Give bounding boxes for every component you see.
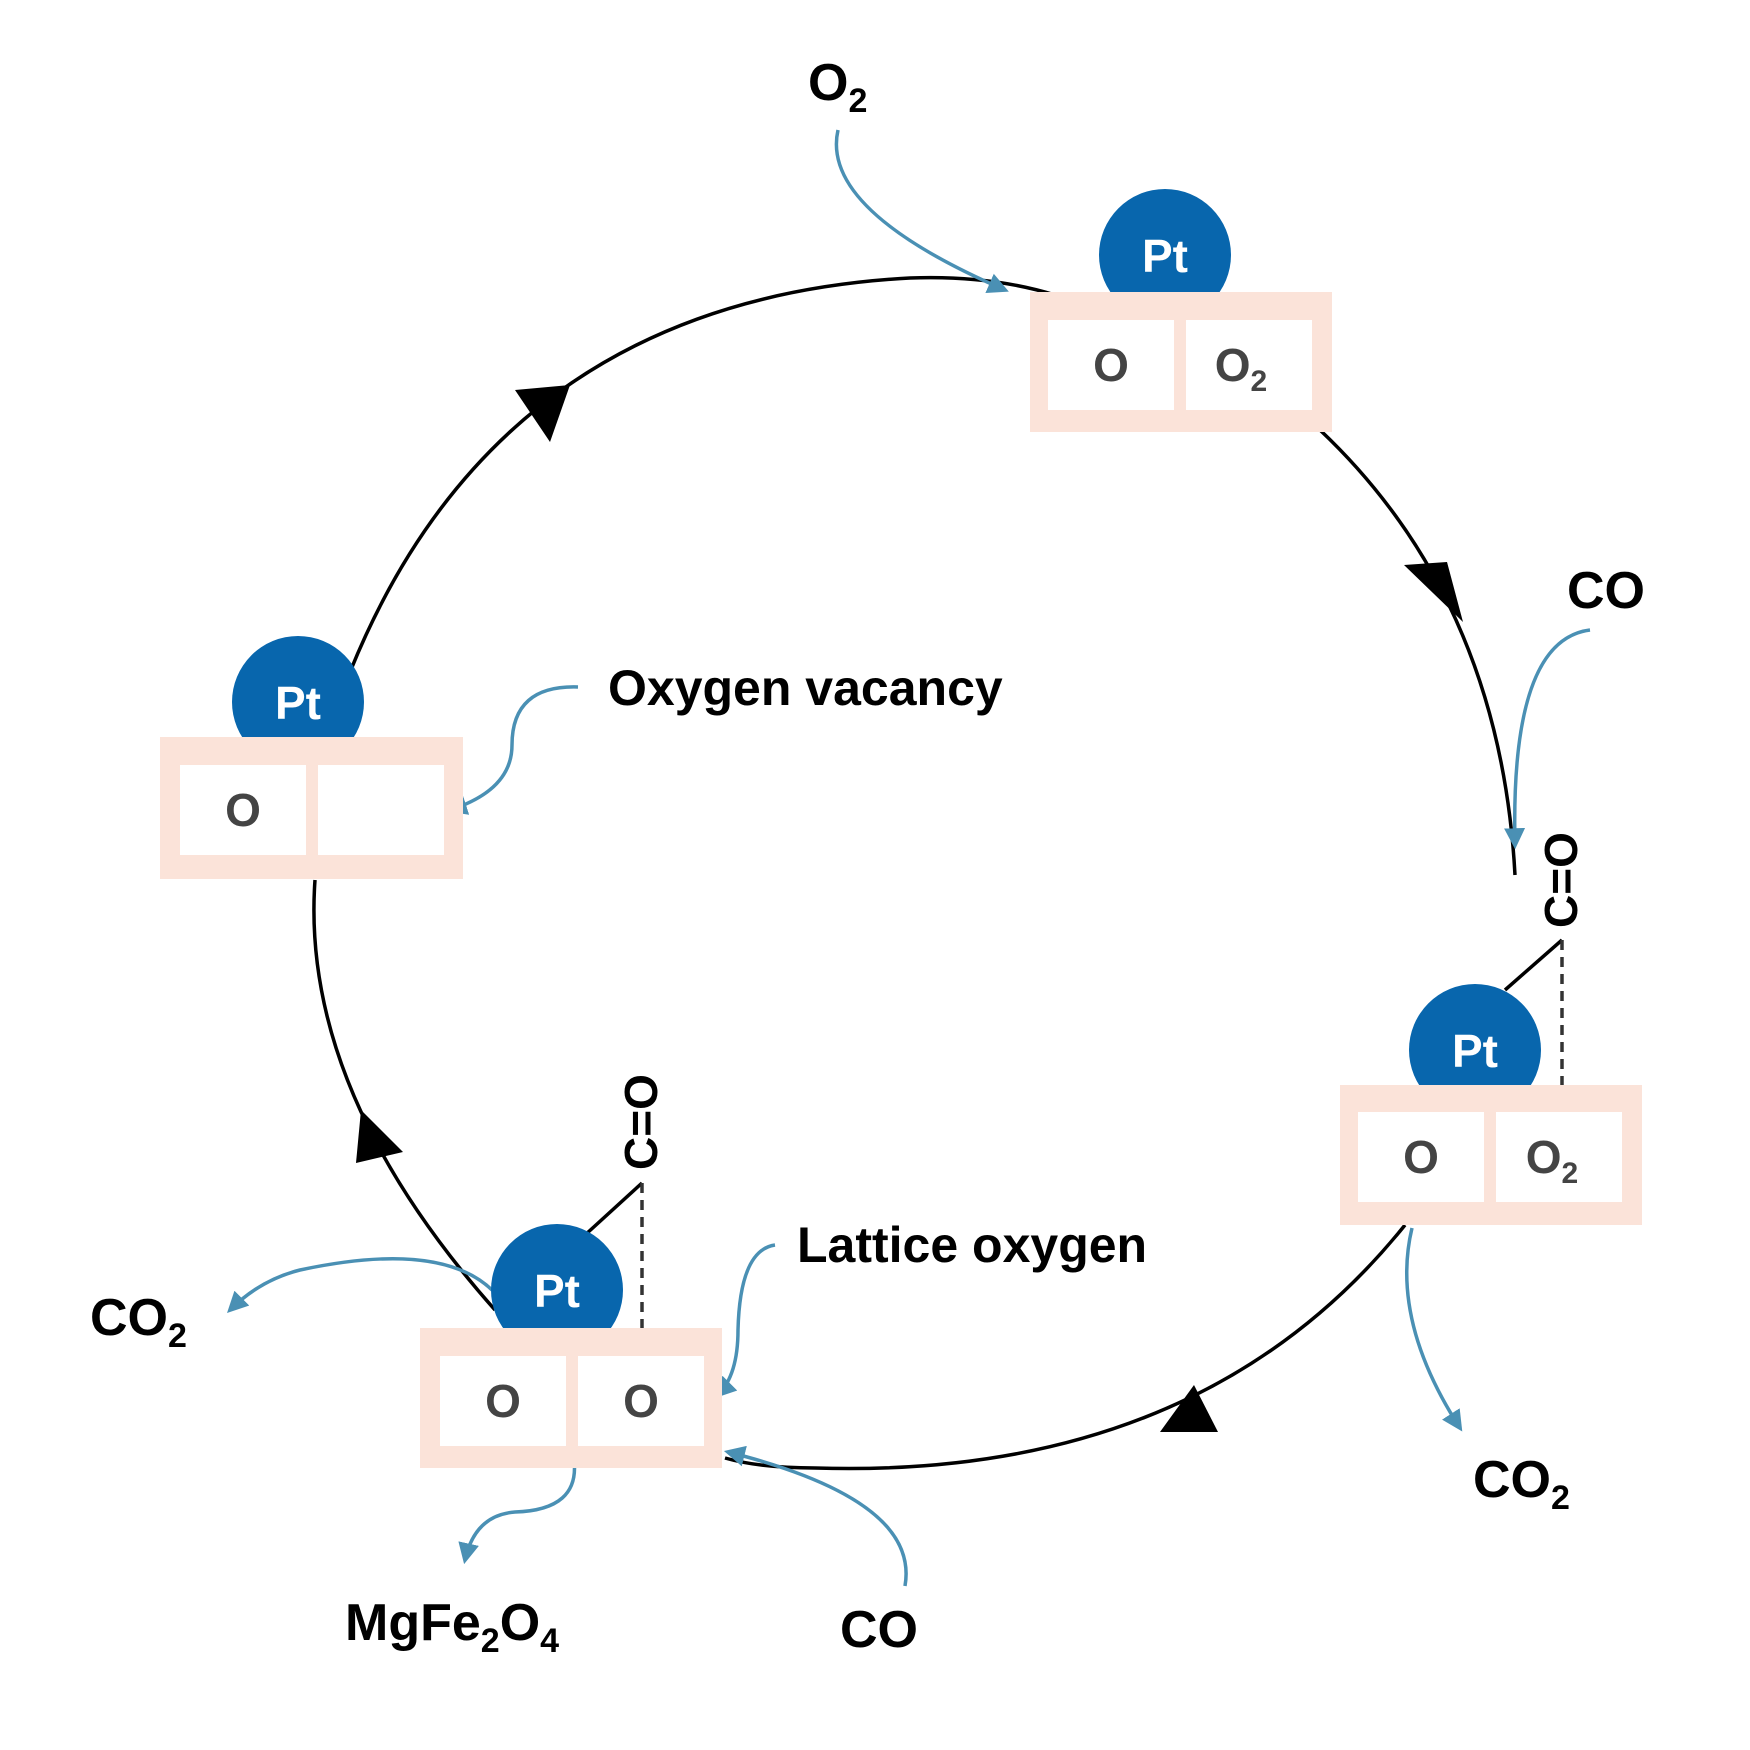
cell-left-label: O xyxy=(1403,1131,1439,1183)
state-right: C=O Pt O O2 xyxy=(1340,832,1642,1225)
cell-left-label: O xyxy=(485,1375,521,1427)
flow-arrows xyxy=(227,129,1591,1587)
oxygen-vacancy-label: Oxygen vacancy xyxy=(608,660,1003,716)
cycle-arc-top-to-right xyxy=(1318,428,1517,876)
platinum-atom xyxy=(1409,984,1541,1116)
lattice-cell-left xyxy=(1358,1112,1484,1202)
cycle-arc-left-to-top xyxy=(348,275,1056,673)
adsorbed-co-label: C=O xyxy=(615,1074,667,1170)
cycle-arc-bottom-to-left xyxy=(312,879,497,1312)
state-left: Pt O xyxy=(160,636,463,879)
mgfe2o4-out-arrow xyxy=(458,1459,577,1565)
lattice-cell-left xyxy=(180,765,306,855)
lattice-cell-left xyxy=(1048,320,1174,410)
co-in-right-arrow xyxy=(1504,628,1591,850)
o2-in-arrow xyxy=(834,129,1009,293)
cycle-arrowhead-lower-right xyxy=(1160,1385,1218,1432)
lattice-cell-right xyxy=(1186,320,1312,410)
cell-right-label: O xyxy=(623,1375,659,1427)
cell-left-label: O xyxy=(225,784,261,836)
mgfe2o4-label: MgFe2O4 xyxy=(345,1594,559,1660)
platinum-label: Pt xyxy=(1452,1025,1498,1077)
lattice-cell-right xyxy=(578,1356,704,1446)
co2-out-right-arrow xyxy=(1405,1227,1463,1432)
state-top: Pt O O2 xyxy=(1030,189,1332,432)
adsorbate-bond-line xyxy=(1503,938,1564,992)
co-in-bottom-arrow xyxy=(723,1445,908,1587)
platinum-atom xyxy=(1099,189,1231,321)
adsorbate-bond-line xyxy=(583,1181,644,1237)
o2-input-label: O2 xyxy=(808,54,867,120)
cycle-arrowhead-lower-left xyxy=(356,1110,403,1163)
lattice-cell-right xyxy=(1496,1112,1622,1202)
cycle-arrowhead-upper-left xyxy=(515,385,570,442)
co-input-right-label: CO xyxy=(1567,562,1645,620)
co2-output-left-label: CO2 xyxy=(90,1289,187,1355)
platinum-label: Pt xyxy=(534,1265,580,1317)
lattice-oxygen-label: Lattice oxygen xyxy=(797,1217,1147,1273)
platinum-atom xyxy=(491,1224,623,1356)
platinum-label: Pt xyxy=(275,677,321,729)
co2-output-right-label: CO2 xyxy=(1473,1451,1570,1517)
lattice-cell-vacancy xyxy=(318,765,444,855)
cycle-arrowheads xyxy=(356,385,1463,1432)
oxygen-vacancy-arrow xyxy=(446,685,579,815)
platinum-label: Pt xyxy=(1142,230,1188,282)
cell-right-label: O2 xyxy=(1526,1131,1578,1190)
cell-right-label: O2 xyxy=(1215,339,1267,398)
lattice-oxygen-arrow xyxy=(715,1243,776,1398)
lattice-cell-left xyxy=(440,1356,566,1446)
cell-left-label: O xyxy=(1093,339,1129,391)
cycle-arrowhead-upper-right xyxy=(1404,562,1463,622)
state-bottom: C=O Pt O O xyxy=(420,1074,722,1468)
platinum-atom xyxy=(232,636,364,768)
co2-out-left-arrow xyxy=(227,1257,494,1313)
adsorbed-co-label: C=O xyxy=(1535,832,1587,928)
co-input-bottom-label: CO xyxy=(840,1601,918,1659)
